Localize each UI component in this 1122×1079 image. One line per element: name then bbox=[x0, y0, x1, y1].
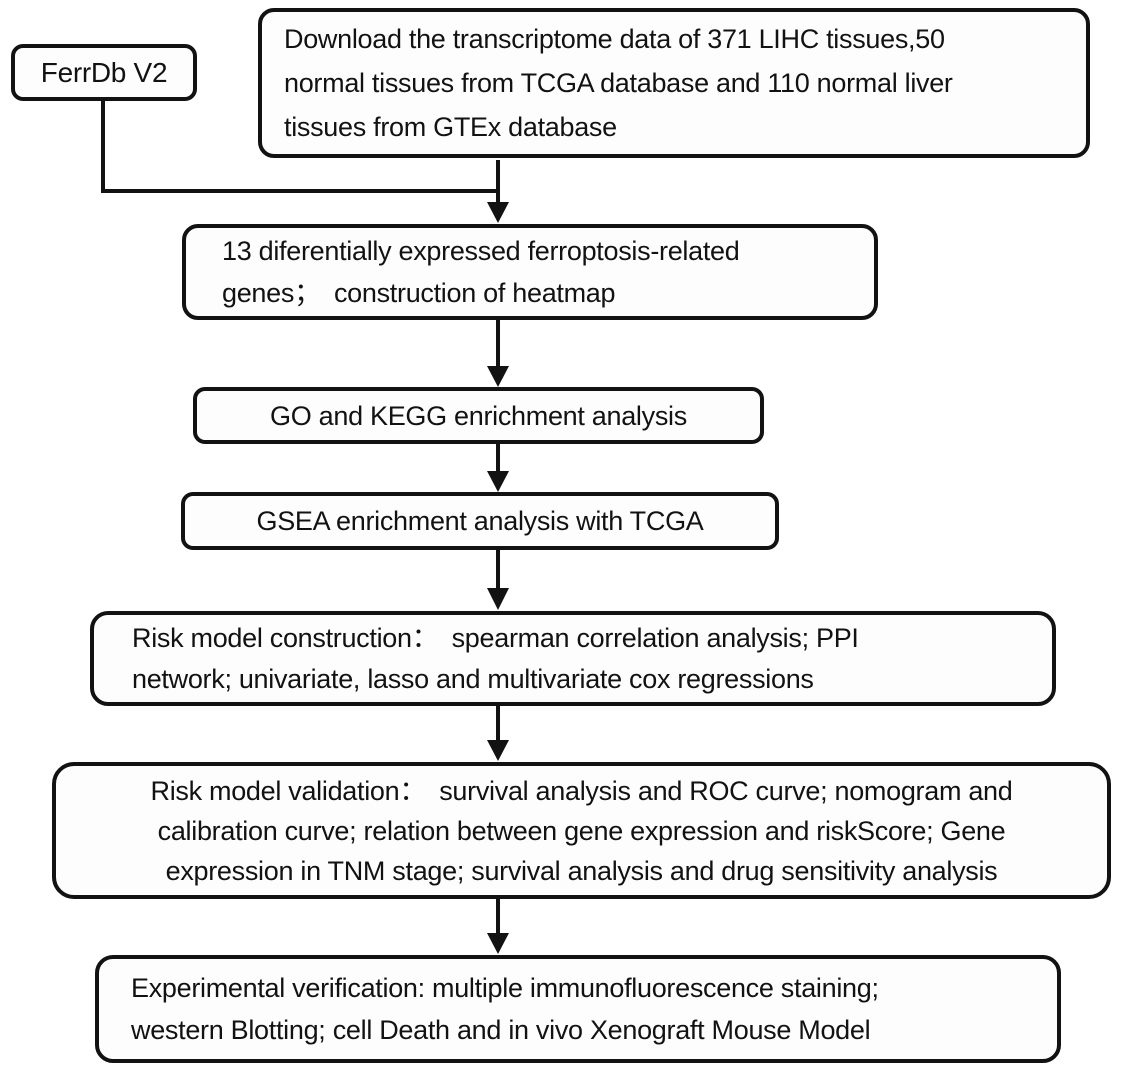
node-text-line: Risk model construction： spearman correl… bbox=[132, 622, 859, 653]
arrow-download-to-deg bbox=[487, 160, 509, 223]
arrow-gsea-to-risk-construction bbox=[487, 550, 509, 610]
node-text-line: Experimental verification: multiple immu… bbox=[131, 973, 879, 1003]
node-gsea-analysis: GSEA enrichment analysis with TCGA bbox=[181, 492, 779, 550]
node-experimental-verification: Experimental verification: multiple immu… bbox=[95, 955, 1061, 1063]
node-text-line: expression in TNM stage; survival analys… bbox=[165, 855, 998, 886]
arrow-deg-to-go-kegg bbox=[487, 320, 509, 387]
node-risk-model-construction: Risk model construction： spearman correl… bbox=[90, 611, 1056, 706]
arrow-validation-to-experimental bbox=[487, 899, 509, 954]
arrow-go-kegg-to-gsea bbox=[487, 444, 509, 492]
node-text-line: 13 diferentially expressed ferroptosis-r… bbox=[222, 236, 740, 266]
node-text-line: tissues from GTEx database bbox=[284, 112, 617, 142]
node-text-line: network; univariate, lasso and multivari… bbox=[132, 663, 814, 694]
node-text-line: calibration curve; relation between gene… bbox=[157, 815, 1006, 846]
node-text-line: Risk model validation： survival analysis… bbox=[150, 775, 1013, 806]
node-risk-model-validation: Risk model validation： survival analysis… bbox=[52, 762, 1111, 899]
arrow-risk-construction-to-validation bbox=[487, 706, 509, 761]
node-text-line: FerrDb V2 bbox=[40, 56, 168, 88]
node-text-line: normal tissues from TCGA database and 11… bbox=[284, 68, 953, 98]
node-text-line: western Blotting; cell Death and in vivo… bbox=[131, 1015, 871, 1045]
connector-ferrdb-merge bbox=[101, 101, 498, 193]
node-text-line: GO and KEGG enrichment analysis bbox=[270, 400, 687, 431]
node-text-line: GSEA enrichment analysis with TCGA bbox=[256, 506, 704, 536]
node-differential-genes: 13 diferentially expressed ferroptosis-r… bbox=[182, 224, 878, 320]
node-go-kegg-analysis: GO and KEGG enrichment analysis bbox=[193, 387, 764, 444]
node-download-data: Download the transcriptome data of 371 L… bbox=[258, 8, 1090, 158]
node-ferrdb-v2: FerrDb V2 bbox=[11, 44, 197, 101]
node-text-line: Download the transcriptome data of 371 L… bbox=[284, 24, 945, 54]
node-text-line: genes； construction of heatmap bbox=[222, 278, 616, 308]
